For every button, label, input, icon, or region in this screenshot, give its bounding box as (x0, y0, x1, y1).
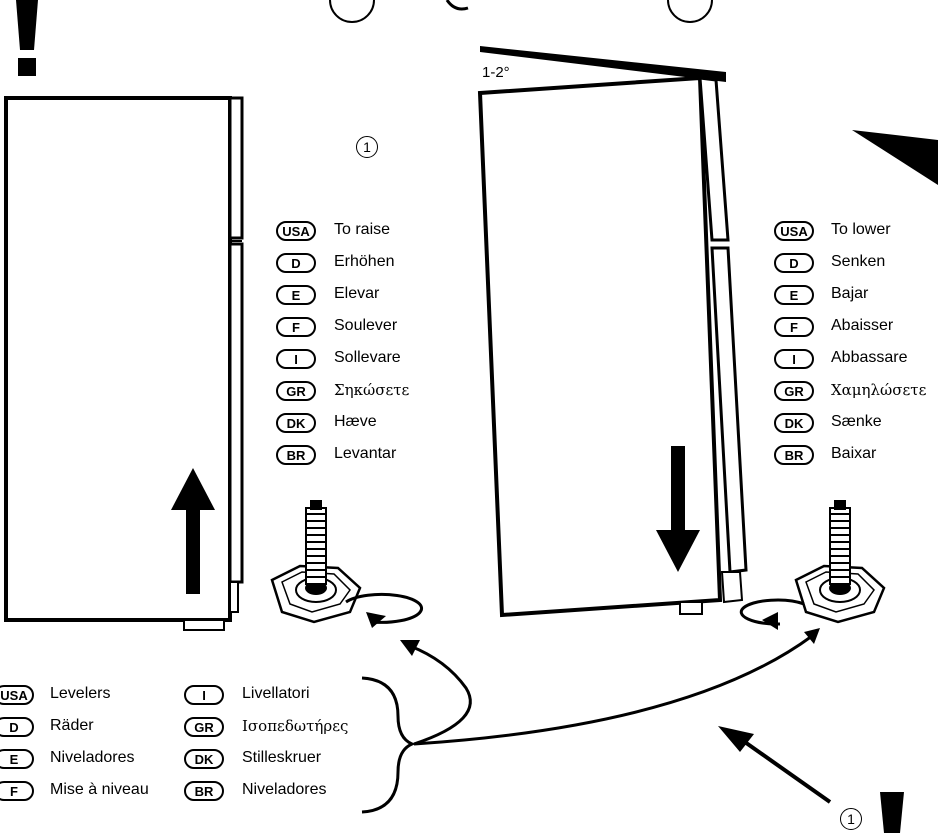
lang-badge-gr: GR (184, 717, 224, 737)
pointer-wedge-icon (852, 130, 938, 185)
lower-text-d: Senken (831, 253, 886, 270)
top-partial-glyph (445, 0, 469, 11)
warning-exclamation-icon-bottom (880, 792, 904, 833)
lower-text-usa: To lower (831, 221, 891, 238)
levelers-text-i: Livellatori (242, 685, 310, 702)
refrigerator-right (477, 75, 748, 618)
lang-badge-br: BR (184, 781, 224, 801)
raise-text-d: Erhöhen (334, 253, 395, 270)
lang-badge-gr: GR (276, 381, 316, 401)
leveler-foot-right (739, 500, 886, 630)
lang-badge-i: I (276, 349, 316, 369)
step-marker-bottom: 1 (840, 808, 862, 830)
lower-text-gr: Χαμηλώσετε (831, 381, 927, 399)
raise-arrow-icon (171, 468, 215, 594)
leader-arrow-left (409, 644, 472, 746)
raise-text-gr: Σηκώσετε (334, 381, 410, 399)
lang-badge-dk: DK (774, 413, 814, 433)
top-circle-right (667, 0, 713, 23)
step-marker-top: 1 (356, 136, 378, 158)
raise-text-f: Soulever (334, 317, 398, 334)
lang-badge-gr: GR (774, 381, 814, 401)
levelers-text-d: Räder (50, 717, 94, 734)
lang-badge-e: E (276, 285, 316, 305)
levelers-text-br: Niveladores (242, 781, 327, 798)
diagonal-pointer-arrow (718, 726, 832, 804)
lang-badge-usa: USA (0, 685, 34, 705)
tilt-angle-line (480, 46, 726, 82)
lang-badge-f: F (276, 317, 316, 337)
tilt-angle-label: 1-2° (482, 64, 510, 81)
levelers-text-gr: Ισοπεδωτήρες (242, 717, 349, 735)
leveler-foot-left (270, 500, 424, 628)
lang-badge-br: BR (276, 445, 316, 465)
lower-text-f: Abaisser (831, 317, 894, 334)
warning-exclamation-icon (16, 0, 38, 76)
leader-arrow-right (413, 634, 813, 746)
lang-badge-br: BR (774, 445, 814, 465)
lower-text-dk: Sænke (831, 413, 882, 430)
lower-text-i: Abbassare (831, 349, 908, 366)
lang-badge-dk: DK (184, 749, 224, 769)
lang-badge-usa: USA (774, 221, 814, 241)
lang-badge-e: E (774, 285, 814, 305)
levelers-text-dk: Stilleskruer (242, 749, 322, 766)
lang-badge-i: I (774, 349, 814, 369)
raise-text-usa: To raise (334, 221, 391, 238)
lang-badge-d: D (276, 253, 316, 273)
levelers-text-f: Mise à niveau (50, 781, 149, 798)
lower-text-e: Bajar (831, 285, 869, 302)
lang-badge-d: D (774, 253, 814, 273)
levelers-brace (361, 676, 416, 814)
lang-badge-f: F (774, 317, 814, 337)
lang-badge-d: D (0, 717, 34, 737)
lower-text-br: Baixar (831, 445, 877, 462)
levelers-text-e: Niveladores (50, 749, 135, 766)
raise-text-br: Levantar (334, 445, 397, 462)
lang-badge-i: I (184, 685, 224, 705)
top-circle-left (329, 0, 375, 23)
lang-badge-usa: USA (276, 221, 316, 241)
levelers-text-usa: Levelers (50, 685, 111, 702)
lang-badge-f: F (0, 781, 34, 801)
lang-badge-dk: DK (276, 413, 316, 433)
raise-text-dk: Hæve (334, 413, 377, 430)
refrigerator-left (4, 96, 244, 631)
raise-text-i: Sollevare (334, 349, 401, 366)
lang-badge-e: E (0, 749, 34, 769)
lower-arrow-icon (656, 446, 700, 572)
raise-text-e: Elevar (334, 285, 380, 302)
